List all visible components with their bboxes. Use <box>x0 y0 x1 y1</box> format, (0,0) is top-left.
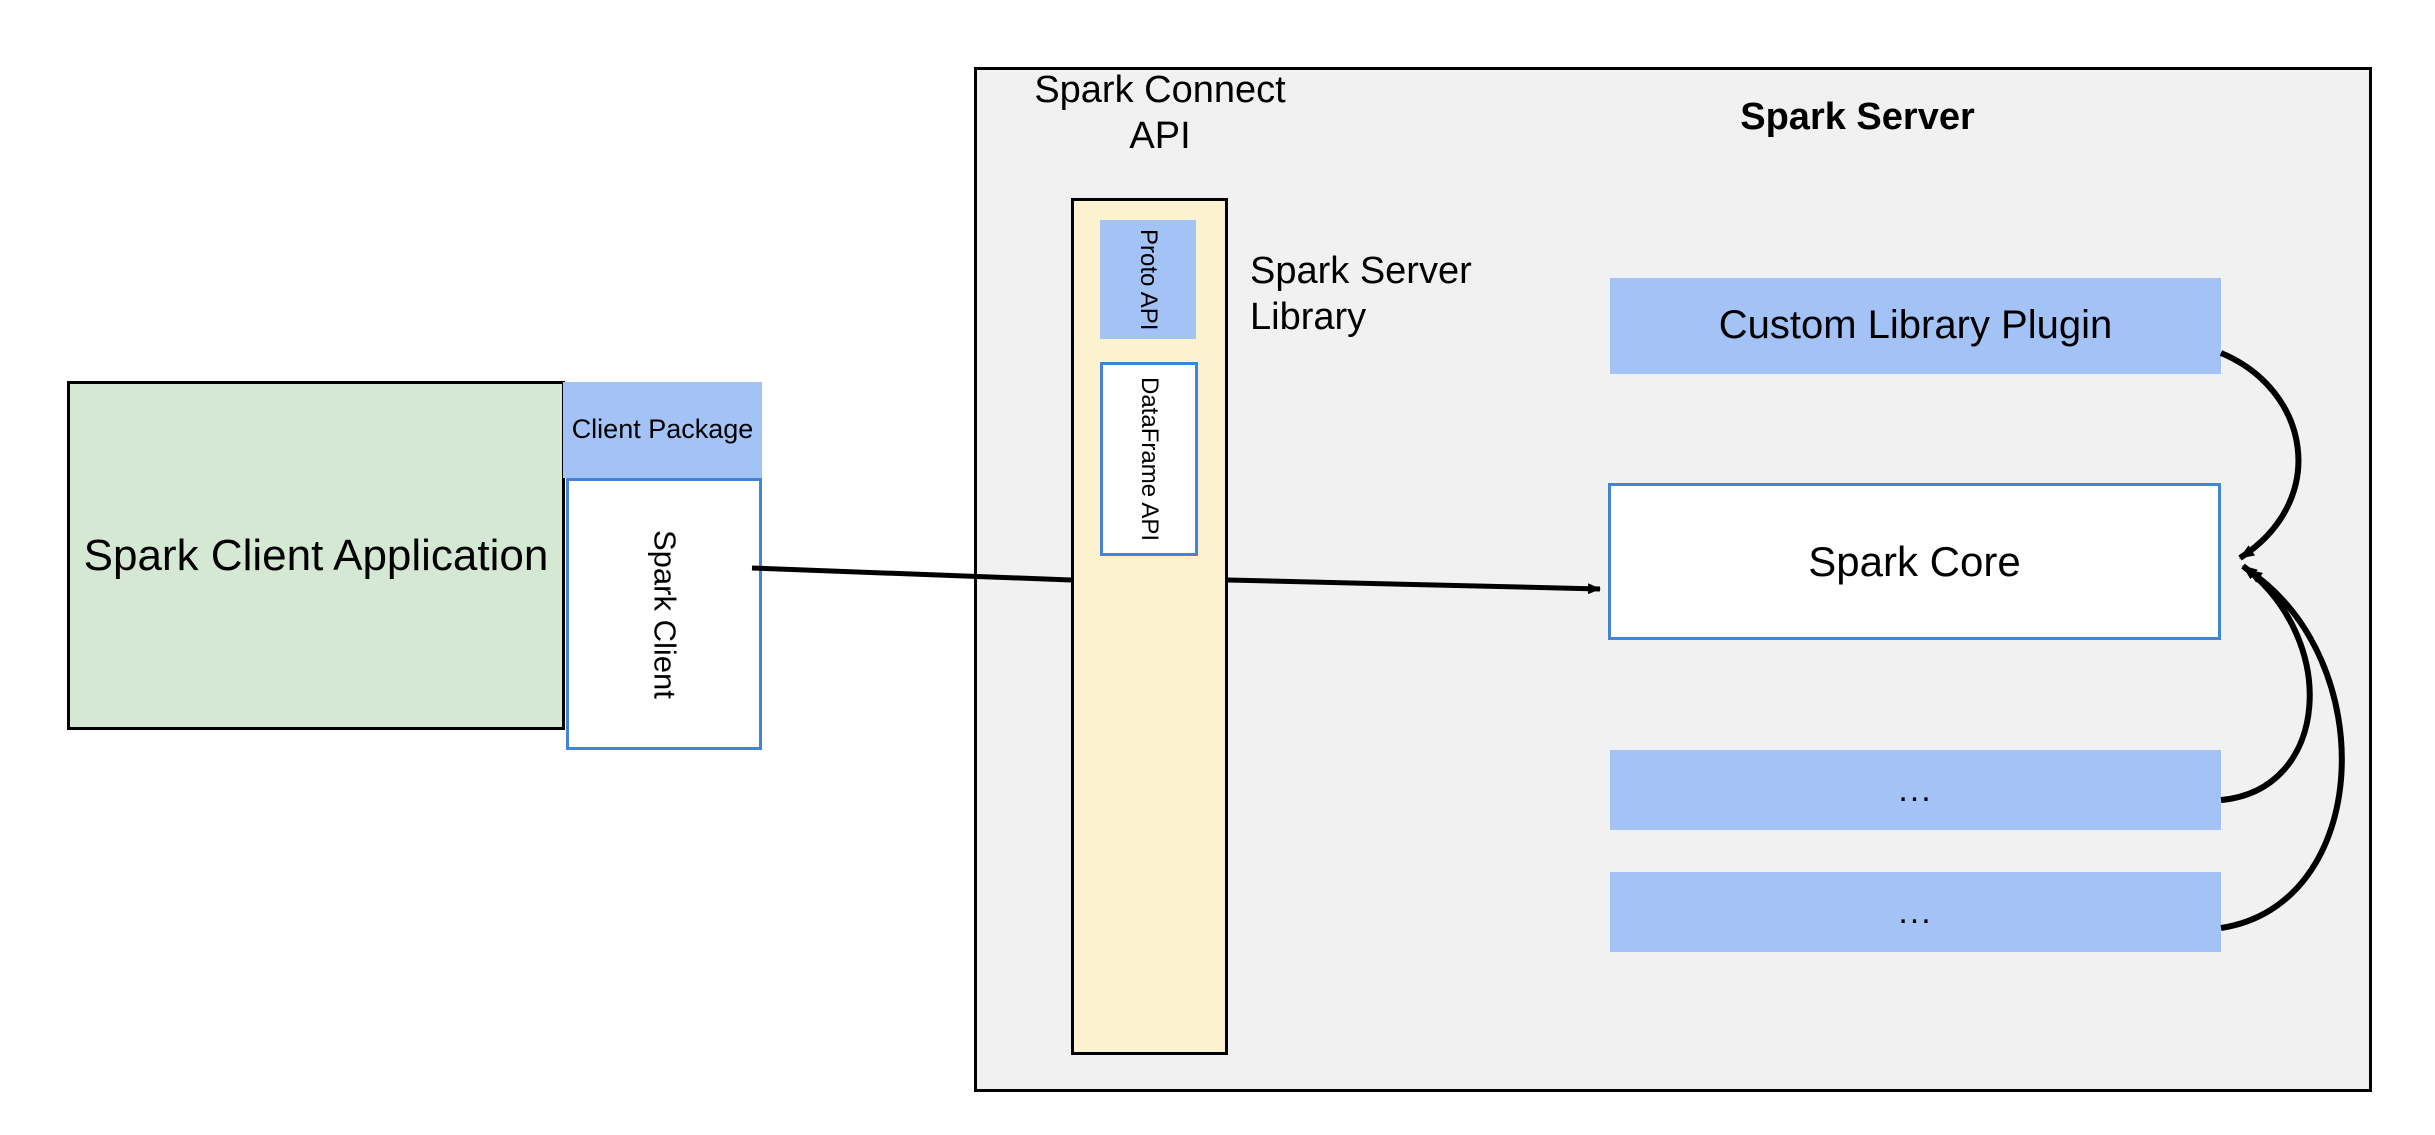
spark-client-application-label: Spark Client Application <box>83 530 549 580</box>
additional-plugin-label-2: ... <box>1898 892 1933 931</box>
spark-core-label: Spark Core <box>1808 537 2021 585</box>
proto-api-label: Proto API <box>1135 228 1163 331</box>
custom-library-plugin-label: Custom Library Plugin <box>1718 303 2113 348</box>
proto-api-box[interactable]: Proto API <box>1100 220 1196 339</box>
spark-connect-api-label: Spark Connect API <box>1034 69 1286 157</box>
custom-library-plugin-box[interactable]: Custom Library Plugin <box>1610 278 2221 374</box>
spark-server-library-label: Spark Server Library <box>1250 250 1472 338</box>
additional-plugin-box-1[interactable]: ... <box>1610 750 2221 830</box>
spark-core-box[interactable]: Spark Core <box>1608 483 2221 640</box>
additional-plugin-label-1: ... <box>1898 770 1933 809</box>
dataframe-api-box[interactable]: DataFrame API <box>1100 362 1198 556</box>
client-package-label: Client Package <box>571 414 754 445</box>
spark-client-application-box[interactable]: Spark Client Application <box>67 381 565 730</box>
additional-plugin-box-2[interactable]: ... <box>1610 872 2221 952</box>
dataframe-api-label: DataFrame API <box>1136 376 1164 542</box>
spark-connect-api-column <box>1071 198 1228 1055</box>
spark-client-label: Spark Client <box>647 529 683 699</box>
spark-server-title: Spark Server <box>1740 96 1975 138</box>
spark-client-box[interactable]: Spark Client <box>566 478 762 750</box>
client-package-box[interactable]: Client Package <box>563 382 762 478</box>
